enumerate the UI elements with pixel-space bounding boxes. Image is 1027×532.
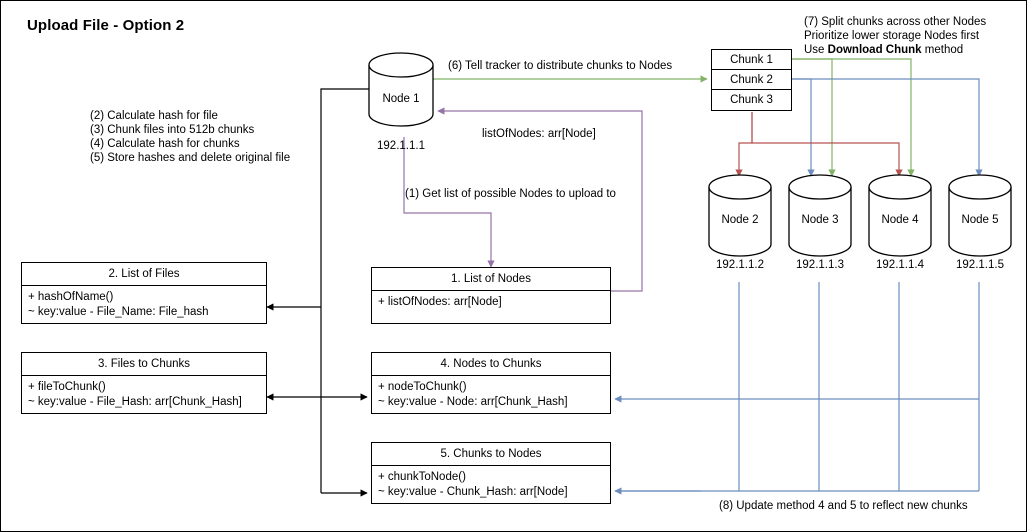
method-line: ~ key:value - Chunk_Hash: arr[Node] <box>378 486 568 498</box>
method-line: ~ key:value - File_Hash: arr[Chunk_Hash] <box>28 396 242 408</box>
method-line: + chunkToNode() <box>378 471 466 483</box>
method-line: + listOfNodes: arr[Node] <box>378 296 502 308</box>
list-of-nodes-return-label: listOfNodes: arr[Node] <box>482 128 596 140</box>
method-box-nodes-to-chunks[interactable]: 4. Nodes to Chunks + nodeToChunk() ~ key… <box>371 352 611 414</box>
node5-label: Node 5 <box>961 214 999 226</box>
arrow-chunk3-to-node4 <box>751 112 903 177</box>
method-body-nodes-to-chunks: + nodeToChunk() ~ key:value - Node: arr[… <box>372 376 610 415</box>
left-step-2: (2) Calculate hash for file <box>90 110 218 122</box>
method-title-nodes-to-chunks: 4. Nodes to Chunks <box>372 353 610 376</box>
node1-label: Node 1 <box>382 93 420 105</box>
node3-label: Node 3 <box>801 214 839 226</box>
black-bus-trunk <box>320 88 369 493</box>
node1-cylinder-shape <box>368 52 434 127</box>
left-step-5: (5) Store hashes and delete original fil… <box>90 152 291 164</box>
method-line: + fileToChunk() <box>28 381 106 393</box>
arrow-list-of-nodes-return <box>437 107 643 292</box>
step8-label: (8) Update method 4 and 5 to reflect new… <box>719 500 968 512</box>
arrow-chunk1-to-node4 <box>792 58 915 177</box>
step7-line3: Use Download Chunk method <box>804 43 986 57</box>
step7-line3-pre: Use <box>804 44 828 56</box>
node4-label: Node 4 <box>881 214 919 226</box>
method-box-list-of-nodes[interactable]: 1. List of Nodes + listOfNodes: arr[Node… <box>371 267 611 324</box>
step6-label: (6) Tell tracker to distribute chunks to… <box>448 60 673 72</box>
method-box-list-of-files[interactable]: 2. List of Files + hashOfName() ~ key:va… <box>21 262 267 324</box>
download-chunk-emphasis: Download Chunk <box>827 44 922 56</box>
node2-ip-label: 192.1.1.2 <box>716 259 764 271</box>
node4-ip-label: 192.1.1.4 <box>876 259 924 271</box>
chunk-row-3[interactable]: Chunk 3 <box>730 94 773 106</box>
method-title-files-to-chunks: 3. Files to Chunks <box>22 353 266 376</box>
arrow-get-list-of-nodes <box>403 137 495 268</box>
method-body-files-to-chunks: + fileToChunk() ~ key:value - File_Hash:… <box>22 376 266 415</box>
method-body-list-of-files: + hashOfName() ~ key:value - File_Name: … <box>22 286 266 325</box>
left-step-3: (3) Chunk files into 512b chunks <box>90 124 255 136</box>
step7-line1: (7) Split chunks across other Nodes <box>804 16 987 28</box>
method-line: + hashOfName() <box>28 291 114 303</box>
chunk-row-1[interactable]: Chunk 1 <box>712 50 791 70</box>
method-title-list-of-nodes: 1. List of Nodes <box>372 268 610 291</box>
method-title-list-of-files: 2. List of Files <box>22 263 266 286</box>
step7-note: (7) Split chunks across other Nodes Prio… <box>804 15 986 57</box>
left-steps-note: (2) Calculate hash for file (3) Chunk fi… <box>90 109 290 165</box>
arrow-chunk2-to-node5 <box>792 78 983 177</box>
node2-label: Node 2 <box>721 214 759 226</box>
chunk-stack: Chunk 1 Chunk 2 Chunk 3 <box>711 49 792 111</box>
node1-ip-label: 192.1.1.1 <box>377 140 425 152</box>
step1-label: (1) Get list of possible Nodes to upload… <box>405 188 616 200</box>
arrow-chunk3-to-node2 <box>735 112 753 177</box>
step7-line3-post: method <box>921 44 964 56</box>
node5-ip-label: 192.1.1.5 <box>956 259 1004 271</box>
method-body-list-of-nodes: + listOfNodes: arr[Node] <box>372 291 610 315</box>
method-line: ~ key:value - Node: arr[Chunk_Hash] <box>378 396 568 408</box>
left-step-4: (4) Calculate hash for chunks <box>90 138 240 150</box>
arrow-chunk1-to-node3 <box>792 58 836 177</box>
method-body-chunks-to-nodes: + chunkToNode() ~ key:value - Chunk_Hash… <box>372 466 610 505</box>
node3-ip-label: 192.1.1.3 <box>796 259 844 271</box>
method-title-chunks-to-nodes: 5. Chunks to Nodes <box>372 443 610 466</box>
method-line: + nodeToChunk() <box>378 381 467 393</box>
method-line: ~ key:value - File_Name: File_hash <box>28 306 209 318</box>
chunk-row-2[interactable]: Chunk 2 <box>712 70 791 90</box>
step7-line2: Prioritize lower storage Nodes first <box>804 30 980 42</box>
method-box-files-to-chunks[interactable]: 3. Files to Chunks + fileToChunk() ~ key… <box>21 352 267 414</box>
page-title: Upload File - Option 2 <box>27 17 185 34</box>
arrow-chunk2-to-node3 <box>792 78 815 177</box>
peer-cylinder-shapes <box>708 174 1012 257</box>
method-box-chunks-to-nodes[interactable]: 5. Chunks to Nodes + chunkToNode() ~ key… <box>371 442 611 504</box>
